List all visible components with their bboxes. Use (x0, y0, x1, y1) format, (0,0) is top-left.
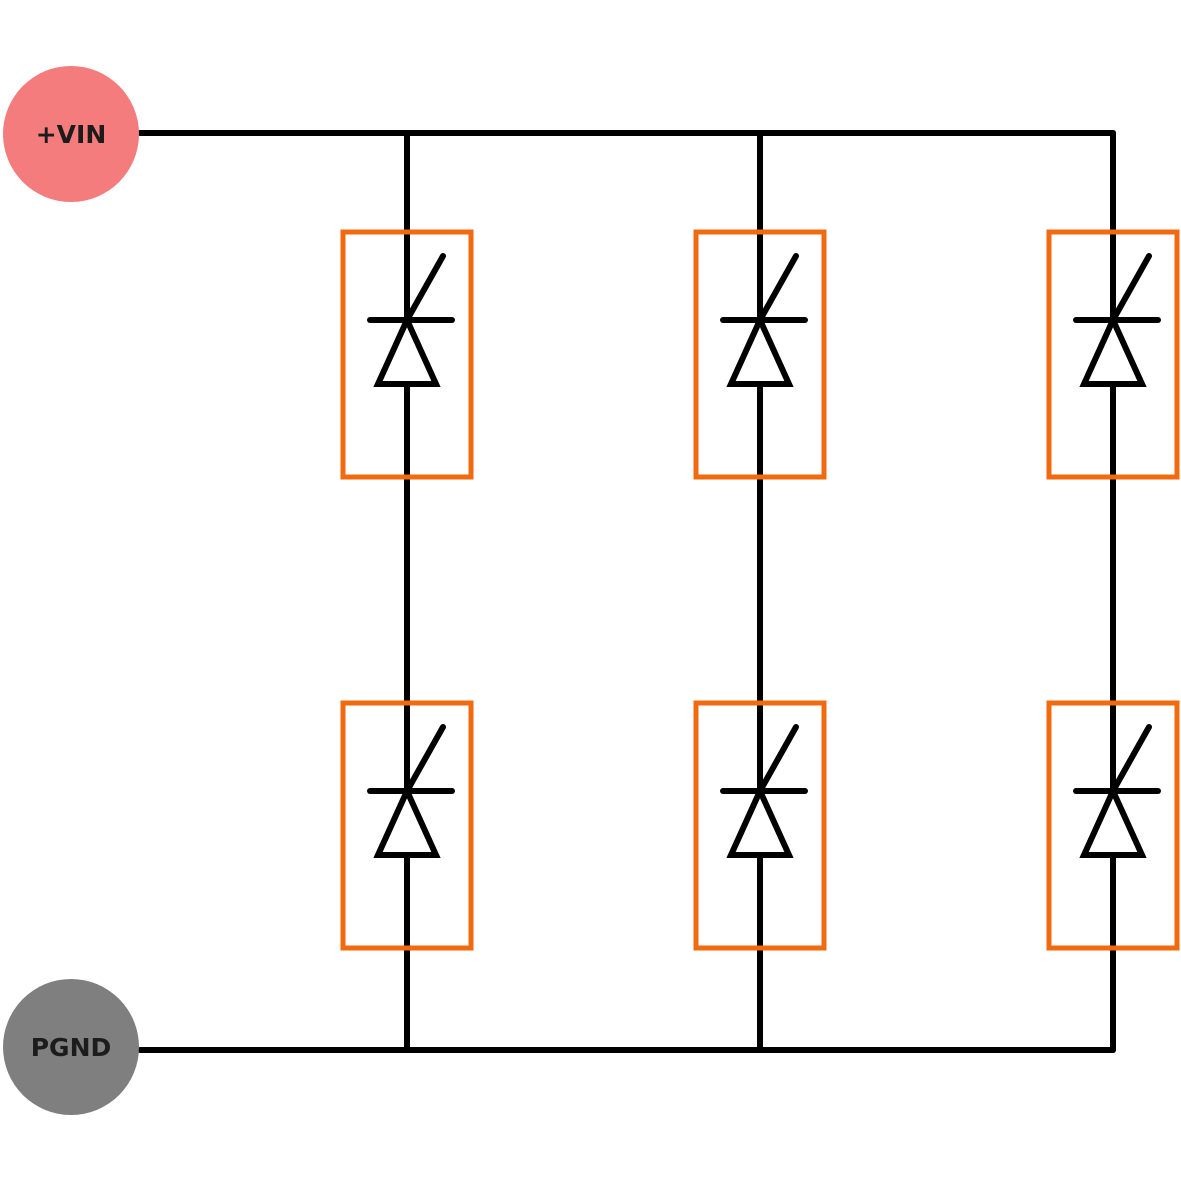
component-frame (1046, 700, 1180, 951)
pgnd-terminal[interactable]: PGND (3, 979, 139, 1115)
components-group (340, 229, 1180, 951)
diode-triangle (726, 312, 794, 387)
component-frame (340, 229, 474, 480)
vin-terminal[interactable]: +VIN (3, 66, 139, 202)
component-frame (693, 229, 827, 480)
tvs-slash (404, 253, 446, 323)
diode-triangle (1079, 312, 1147, 387)
vin-node-circle (3, 66, 139, 202)
diode-triangle (726, 783, 794, 858)
tvs-diode-6 (1046, 700, 1180, 951)
tvs-diode-4 (340, 700, 474, 951)
component-frame (340, 700, 474, 951)
diode-triangle (373, 312, 441, 387)
tvs-diode-2 (693, 229, 827, 480)
tvs-slash (404, 724, 446, 794)
tvs-slash (757, 724, 799, 794)
diode-triangle (1079, 783, 1147, 858)
component-frame (1046, 229, 1180, 480)
vin-label: +VIN (36, 120, 107, 149)
tvs-slash (1110, 724, 1152, 794)
pgnd-label: PGND (31, 1033, 112, 1062)
pgnd-node-circle (3, 979, 139, 1115)
component-frame (693, 700, 827, 951)
tvs-diode-1 (340, 229, 474, 480)
tvs-diode-5 (693, 700, 827, 951)
diode-triangle (373, 783, 441, 858)
tvs-slash (757, 253, 799, 323)
tvs-diode-3 (1046, 229, 1180, 480)
tvs-slash (1110, 253, 1152, 323)
